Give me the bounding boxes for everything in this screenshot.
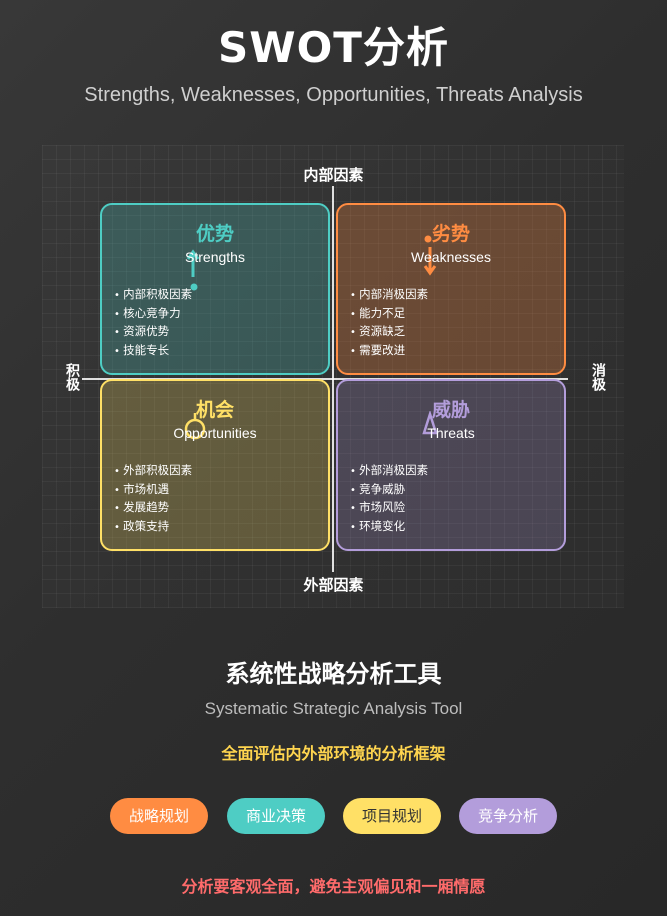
page-subtitle: Strengths, Weaknesses, Opportunities, Th… [84, 84, 583, 106]
warning-triangle-icon [422, 411, 438, 435]
list-item: 技能专长 [114, 342, 192, 361]
horizontal-axis-line [82, 378, 568, 380]
axis-label-internal: 内部因素 [303, 166, 364, 184]
target-circle-icon [184, 413, 206, 440]
quadrant-english-strengths: Strengths [185, 249, 245, 265]
quadrant-strengths[interactable]: 优势 Strengths 内部积极因素 核心竞争力 资源优势 技能专长 [100, 203, 330, 375]
axis-label-negative: 消极 [590, 363, 606, 391]
summary-note: 全面评估内外部环境的分析框架 [221, 744, 446, 763]
axis-label-external: 外部因素 [303, 576, 364, 594]
axis-label-positive: 积极 [64, 363, 80, 391]
tag-competitive-analysis[interactable]: 竞争分析 [459, 798, 557, 834]
quadrant-list-strengths: 内部积极因素 核心竞争力 资源优势 技能专长 [114, 286, 192, 360]
quadrant-list-opportunities: 外部积极因素 市场机遇 发展趋势 政策支持 [114, 462, 192, 536]
list-item: 能力不足 [350, 305, 428, 324]
list-item: 资源优势 [114, 323, 192, 342]
quadrant-opportunities[interactable]: 机会 Opportunities 外部积极因素 市场机遇 发展趋势 政策支持 [100, 379, 330, 551]
tag-business-decision[interactable]: 商业决策 [227, 798, 325, 834]
quadrant-english-threats: Threats [427, 425, 475, 441]
list-item: 政策支持 [114, 518, 192, 537]
quadrant-threats[interactable]: 威胁 Threats 外部消极因素 竞争威胁 市场风险 环境变化 [336, 379, 566, 551]
list-item: 内部积极因素 [114, 286, 192, 305]
quadrant-title-strengths: 优势 [195, 223, 234, 245]
list-item: 市场机遇 [114, 481, 192, 500]
list-item: 环境变化 [350, 518, 428, 537]
summary-subtitle: Systematic Strategic Analysis Tool [204, 699, 463, 718]
arrow-up-icon [186, 249, 200, 291]
summary-title: 系统性战略分析工具 [225, 660, 442, 688]
footer-warning-note: 分析要客观全面，避免主观偏见和一厢情愿 [181, 877, 486, 896]
quadrant-list-weaknesses: 内部消极因素 能力不足 资源缺乏 需要改进 [350, 286, 428, 360]
quadrant-weaknesses[interactable]: 劣势 Weaknesses 内部消极因素 能力不足 资源缺乏 需要改进 [336, 203, 566, 375]
list-item: 市场风险 [350, 499, 428, 518]
list-item: 内部消极因素 [350, 286, 428, 305]
list-item: 资源缺乏 [350, 323, 428, 342]
quadrant-english-opportunities: Opportunities [173, 425, 257, 441]
quadrant-title-threats: 威胁 [431, 399, 470, 421]
page-title: SWOT分析 [218, 23, 449, 72]
list-item: 核心竞争力 [114, 305, 192, 324]
list-item: 竞争威胁 [350, 481, 428, 500]
quadrant-english-weaknesses: Weaknesses [411, 249, 491, 265]
quadrant-title-opportunities: 机会 [195, 399, 234, 421]
quadrant-title-weaknesses: 劣势 [431, 223, 470, 245]
arrow-down-icon [423, 235, 437, 276]
list-item: 需要改进 [350, 342, 428, 361]
tag-strategic-planning[interactable]: 战略规划 [110, 798, 208, 834]
quadrant-list-threats: 外部消极因素 竞争威胁 市场风险 环境变化 [350, 462, 428, 536]
list-item: 外部积极因素 [114, 462, 192, 481]
list-item: 外部消极因素 [350, 462, 428, 481]
tag-project-planning[interactable]: 项目规划 [343, 798, 441, 834]
list-item: 发展趋势 [114, 499, 192, 518]
